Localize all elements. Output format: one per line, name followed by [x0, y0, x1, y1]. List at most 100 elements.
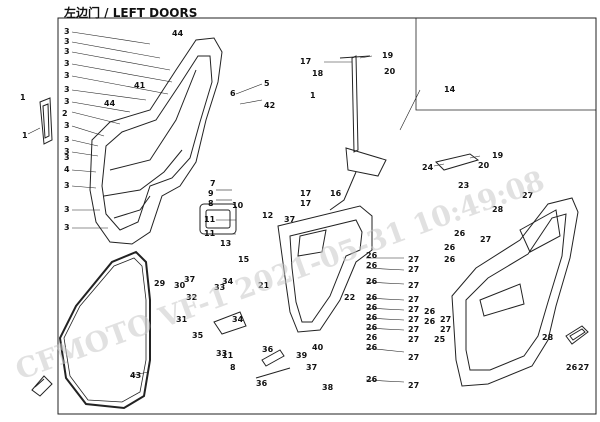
callout: 19 [492, 151, 504, 160]
callout: 26 [366, 313, 378, 322]
callout: 3 [64, 205, 70, 214]
callout: 44 [172, 29, 184, 38]
callout: 3 [64, 59, 70, 68]
callout: 19 [382, 51, 394, 60]
callout: 17 [300, 189, 311, 198]
callout-labels: 3 3 3 3 3 3 44 1 2 3 3 1 3 3 3 4 3 3 3 4… [20, 27, 589, 392]
callout: 27 [408, 295, 419, 304]
callout: 26 [366, 277, 378, 286]
callout: 27 [408, 315, 419, 324]
callout: 11 [204, 229, 216, 238]
callout: 36 [256, 379, 268, 388]
callout: 26 [366, 261, 378, 270]
callout: 7 [210, 179, 216, 188]
upper-door-frame [89, 37, 223, 245]
callout: 8 [230, 363, 236, 372]
callout: 26 [366, 303, 378, 312]
callout: 35 [192, 331, 204, 340]
page-title: 左边门 / LEFT DOORS [64, 6, 198, 20]
callout: 3 [64, 223, 70, 232]
callout: 14 [444, 85, 456, 94]
callout: 37 [306, 363, 317, 372]
callout: 27 [440, 315, 451, 324]
callout: 26 [566, 363, 578, 372]
callout: 33 [214, 283, 225, 292]
callout: 32 [186, 293, 197, 302]
callout: 39 [296, 351, 308, 360]
right-handle [565, 325, 589, 345]
callout: 27 [408, 381, 419, 390]
callout: 26 [366, 333, 378, 342]
callout: 2 [62, 109, 68, 118]
callout: 3 [64, 47, 70, 56]
callout: 9 [208, 189, 214, 198]
front-arrow-icon [31, 375, 53, 397]
callout: 26 [454, 229, 466, 238]
lower-door-frame [277, 205, 373, 333]
callout: 18 [312, 69, 324, 78]
callout: 27 [408, 353, 419, 362]
callout: 26 [424, 317, 436, 326]
callout: 3 [64, 85, 70, 94]
callout: 27 [408, 281, 419, 290]
callout: 4 [64, 165, 70, 174]
callout: 40 [312, 343, 324, 352]
callout: 37 [184, 275, 195, 284]
callout: 27 [408, 325, 419, 334]
callout: 28 [542, 333, 554, 342]
right-bracket [435, 153, 480, 171]
callout: 27 [522, 191, 533, 200]
callout: 27 [408, 265, 419, 274]
callout: 1 [22, 131, 28, 140]
callout: 8 [208, 199, 214, 208]
callout: 26 [366, 251, 378, 260]
callout: 26 [444, 255, 456, 264]
callout: 27 [408, 255, 419, 264]
callout: 44 [104, 99, 116, 108]
callout: 38 [322, 383, 334, 392]
callout: 3 [64, 147, 70, 156]
callout: 15 [238, 255, 250, 264]
callout: 1 [20, 93, 26, 102]
callout: 36 [262, 345, 274, 354]
callout: 37 [284, 215, 295, 224]
callout: 29 [154, 279, 166, 288]
callout: 23 [458, 181, 469, 190]
callout: 3 [64, 97, 70, 106]
callout: 3 [64, 153, 70, 162]
rod-assembly [329, 55, 387, 211]
right-door-panel [451, 197, 579, 387]
callout: 10 [232, 201, 244, 210]
callout: 42 [264, 101, 275, 110]
callout: 26 [366, 293, 378, 302]
callout: 43 [130, 371, 141, 380]
callout: 26 [424, 307, 436, 316]
handle-part [39, 97, 53, 145]
callout: 3 [64, 135, 70, 144]
callout: 26 [366, 375, 378, 384]
callout: 20 [478, 161, 490, 170]
callout: 25 [434, 335, 446, 344]
callout: 26 [444, 243, 456, 252]
callout: 27 [440, 325, 451, 334]
callout: 16 [330, 189, 342, 198]
callout: 3 [64, 27, 70, 36]
callout: 3 [64, 121, 70, 130]
callout: 20 [384, 67, 396, 76]
callout: 27 [578, 363, 589, 372]
callout: 3 [64, 37, 70, 46]
callout: 26 [366, 343, 378, 352]
callout: 27 [480, 235, 491, 244]
callout: 26 [366, 323, 378, 332]
callout: 34 [222, 277, 234, 286]
callout: 12 [262, 211, 273, 220]
callout: 30 [174, 281, 186, 290]
door-seal [58, 250, 151, 410]
callout: 27 [408, 335, 419, 344]
sheet-border [57, 17, 597, 415]
callout: 13 [220, 239, 231, 248]
callout: 27 [408, 305, 419, 314]
leader-lines [27, 31, 481, 383]
